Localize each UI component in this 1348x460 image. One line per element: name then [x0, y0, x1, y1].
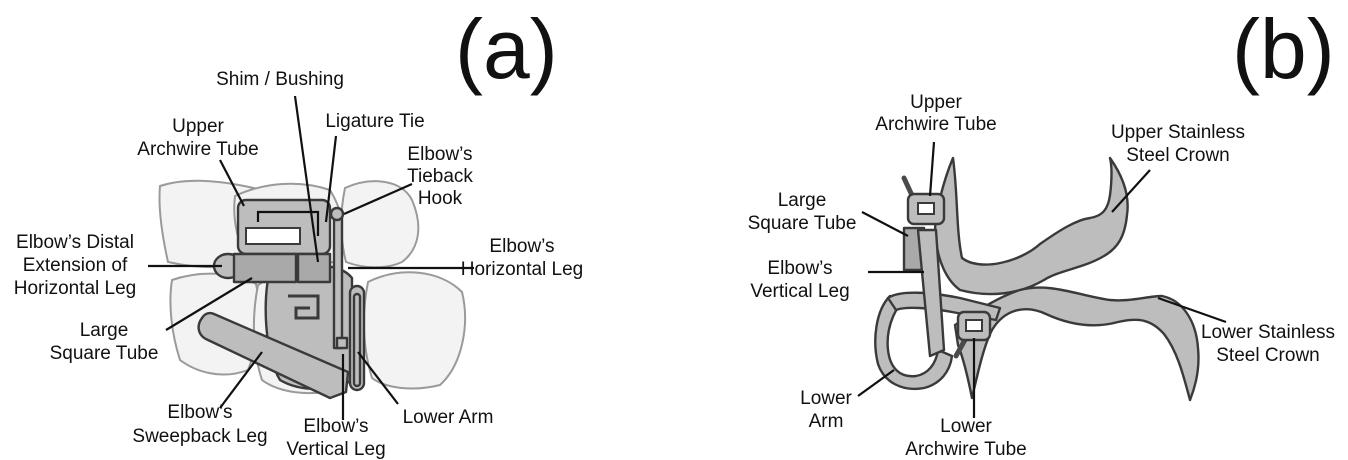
lower-bracket-slot-a	[288, 294, 320, 320]
callout-b-upper-crown-line2: Steel Crown	[1126, 145, 1230, 166]
callout-tieback-line3: Hook	[418, 188, 463, 209]
lower-arm-b	[874, 294, 954, 391]
panel-a-label: (a)	[455, 2, 558, 96]
callout-b-square-tube-line1: Large	[778, 190, 827, 211]
panel-a-appliance	[197, 198, 366, 400]
panel-b-leaders	[857, 141, 1227, 418]
callout-ligature-tie: Ligature Tie	[325, 111, 424, 132]
callout-vertical-line2: Vertical Leg	[286, 439, 385, 460]
callout-vertical-line1: Elbow’s	[303, 416, 368, 437]
callout-b-upper-tube-line2: Archwire Tube	[875, 114, 996, 135]
callout-distal-line1: Elbow’s Distal	[16, 232, 134, 253]
panel-b: (b) Upper	[748, 2, 1335, 460]
panel-b-label: (b)	[1232, 2, 1335, 96]
callout-tieback-line2: Tieback	[407, 166, 473, 187]
callout-b-upper-tube-line1: Upper	[910, 92, 962, 113]
tooth-lower-right	[362, 271, 467, 390]
panel-a-labels: Shim / Bushing Upper Archwire Tube Ligat…	[14, 69, 584, 460]
tieback-hook-a	[329, 206, 345, 222]
large-square-tube-a	[232, 252, 298, 284]
leader-b-lower-crown	[1157, 296, 1227, 324]
leader-lower-arm	[357, 351, 399, 405]
callout-b-lower-tube-line1: Lower	[940, 416, 992, 437]
leader-sweepback	[219, 351, 263, 409]
callout-b-lower-tube-line2: Archwire Tube	[905, 439, 1026, 460]
lower-tube-slot-b	[965, 319, 983, 332]
callout-b-lower-crown-line1: Lower Stainless	[1201, 322, 1335, 343]
upper-stainless-steel-crown	[934, 156, 1129, 296]
upper-tube-slot-b	[917, 202, 935, 215]
callout-b-vertical-line1: Elbow’s	[767, 258, 832, 279]
tooth-upper-right	[340, 180, 420, 269]
callout-sweepback-line1: Elbow’s	[167, 402, 232, 423]
leader-shim	[293, 95, 320, 263]
upper-tube-slot-a	[245, 227, 301, 245]
callout-b-vertical-line2: Vertical Leg	[750, 281, 849, 302]
callout-distal-line3: Horizontal Leg	[14, 278, 137, 299]
callout-b-lower-arm-line2: Arm	[809, 411, 844, 432]
lower-stainless-steel-crown	[953, 286, 1200, 402]
callout-upper-tube-line2: Archwire Tube	[137, 139, 258, 160]
callout-b-lower-arm-line1: Lower	[800, 388, 852, 409]
leader-b-upper-crown	[1111, 169, 1151, 213]
shim-bushing-a	[296, 252, 332, 284]
callout-square-tube-line1: Large	[80, 320, 129, 341]
leader-tieback-hook	[343, 182, 413, 216]
callout-lower-arm: Lower Arm	[403, 407, 494, 428]
sweepback-leg-a	[197, 311, 350, 400]
callout-horizontal-line1: Elbow’s	[489, 236, 554, 257]
callout-upper-tube-line1: Upper	[172, 116, 224, 137]
leader-ligature	[324, 135, 338, 223]
leader-b-upper-tube	[928, 141, 936, 197]
callout-square-tube-line2: Square Tube	[50, 343, 159, 364]
leader-upper-tube	[219, 159, 245, 207]
leader-square-tube	[165, 277, 253, 331]
callout-tieback-line1: Elbow’s	[407, 144, 472, 165]
callout-b-lower-crown-line2: Steel Crown	[1216, 345, 1320, 366]
vertical-leg-a	[332, 214, 344, 350]
callout-sweepback-line2: Sweepback Leg	[132, 426, 267, 447]
leader-b-square-tube	[861, 211, 909, 237]
callout-shim-bushing: Shim / Bushing	[216, 69, 344, 90]
callout-distal-line2: Extension of	[23, 255, 128, 276]
panel-a-leaders	[148, 95, 474, 420]
lower-arm-inner-a	[352, 292, 362, 388]
upper-tube-wire-a	[256, 210, 320, 236]
callout-horizontal-line2: Horizontal Leg	[461, 259, 584, 280]
callout-b-square-tube-line2: Square Tube	[748, 213, 857, 234]
callout-b-upper-crown-line1: Upper Stainless	[1111, 122, 1245, 143]
panel-a: (a)	[14, 2, 584, 460]
panel-b-labels: Upper Archwire Tube Upper Stainless Stee…	[748, 92, 1335, 460]
vertical-leg-b	[916, 228, 946, 358]
vertical-leg-foot-a	[335, 336, 349, 350]
leader-b-lower-arm	[857, 369, 895, 397]
